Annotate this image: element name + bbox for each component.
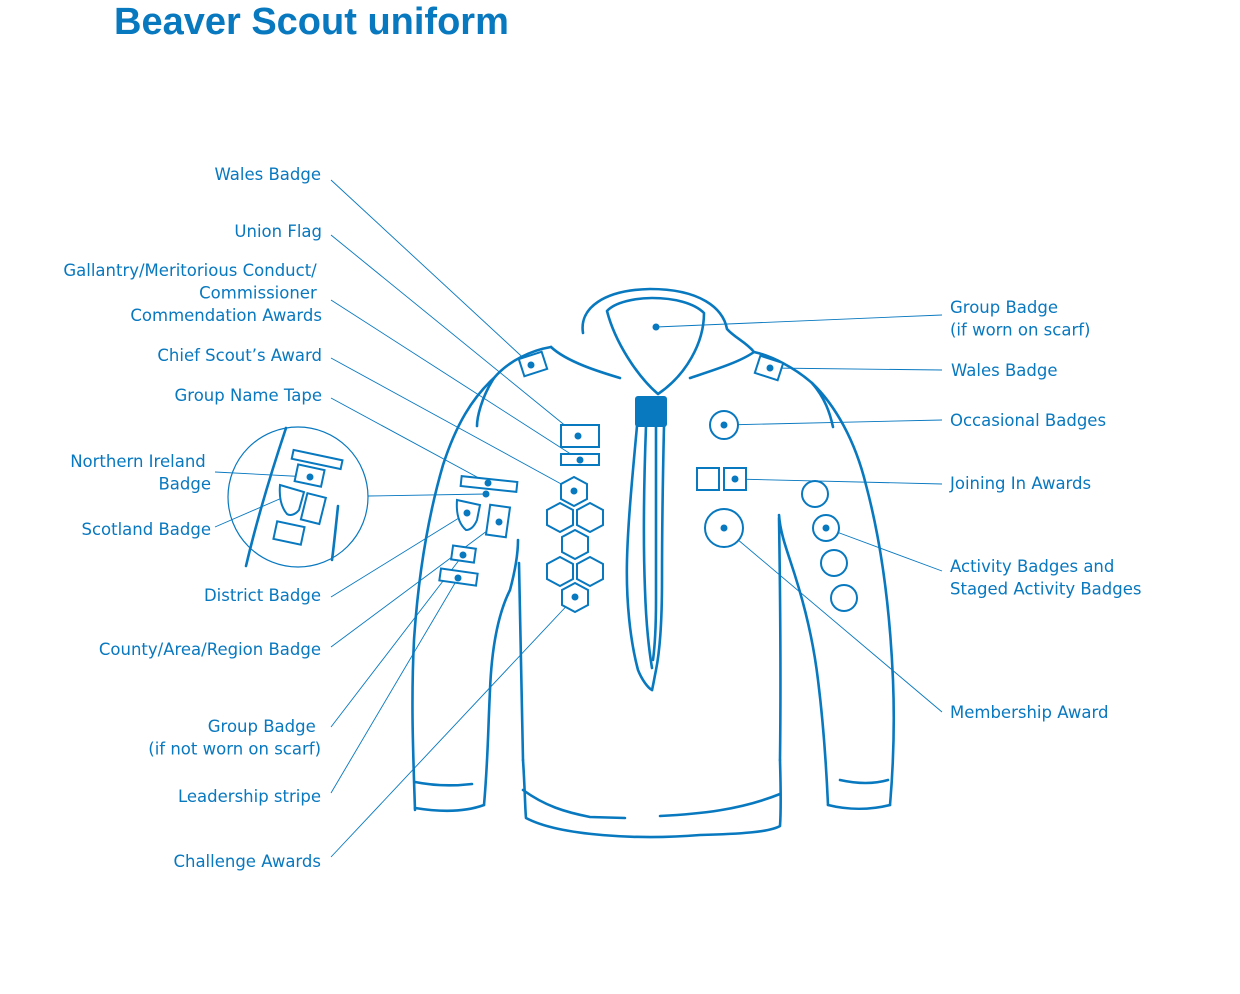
leader-line-northern-ireland	[214, 471, 311, 478]
challenge-award-hex	[546, 555, 574, 588]
activity-badge	[830, 584, 858, 612]
joining-in-award	[696, 467, 720, 491]
hood-inner	[605, 296, 706, 396]
zoom-name-tape	[290, 448, 344, 471]
leader-line-membership	[723, 527, 943, 713]
page-title: Beaver Scout uniform	[114, 1, 509, 43]
anchor-dot	[570, 487, 578, 495]
scarf-left-tail	[625, 424, 654, 692]
woggle	[635, 396, 667, 427]
right-sleeve-outer	[810, 381, 896, 807]
label-occasional-badges: Occasional Badges	[950, 411, 1106, 430]
right-sleeve-inner	[777, 513, 830, 807]
leader-line-zoom	[367, 493, 487, 497]
body-side-right	[777, 516, 782, 762]
zoom-county-badge	[299, 491, 328, 526]
challenge-award-hex	[561, 528, 589, 561]
anchor-dot	[720, 421, 728, 429]
activity-badge	[801, 480, 829, 508]
leader-line-group-name-tape	[330, 397, 489, 484]
anchor-dots	[306, 323, 830, 601]
left-sleeve-cuff-line	[413, 780, 474, 787]
anchor-dot	[495, 518, 503, 526]
label-challenge-awards: Challenge Awards	[173, 852, 321, 871]
scarf	[625, 396, 667, 692]
label-group-badge-left: Group Badge (if not worn on scarf)	[148, 717, 321, 759]
leader-line-chief-scout	[330, 357, 575, 492]
label-leadership-stripe: Leadership stripe	[178, 787, 321, 806]
right-sleeve-cuff-line	[838, 778, 890, 785]
labels-left: Wales Badge Union Flag Gallantry/Meritor…	[63, 165, 322, 871]
leader-line-wales-left	[330, 179, 532, 366]
zoom-circle	[227, 426, 369, 568]
anchor-dot	[822, 524, 830, 532]
leader-line-activity	[825, 527, 943, 572]
label-union-flag: Union Flag	[234, 222, 322, 241]
label-joining-in-awards: Joining In Awards	[949, 474, 1091, 493]
leader-line-joining-in	[734, 478, 943, 485]
jumper-outline	[411, 287, 896, 839]
hood-outer	[549, 287, 756, 380]
label-scotland-badge: Scotland Badge	[81, 520, 211, 539]
label-northern-ireland-badge: Northern Ireland Badge	[70, 452, 211, 494]
left-sleeve-inner	[482, 538, 520, 807]
hem-band	[521, 788, 782, 820]
zoom-scotland-badge	[278, 483, 306, 516]
label-gallantry: Gallantry/Meritorious Conduct/ Commissio…	[63, 261, 322, 325]
hem	[521, 758, 783, 839]
activity-badge	[820, 549, 848, 577]
anchor-dot	[482, 490, 490, 498]
leader-line-district	[330, 512, 468, 598]
leader-line-group-badge-right	[655, 314, 943, 328]
anchor-dot	[731, 475, 739, 483]
challenge-award-hex	[576, 555, 604, 588]
scarf-inner-line	[642, 424, 654, 670]
label-wales-badge-left: Wales Badge	[215, 165, 321, 184]
anchor-dot	[454, 574, 462, 582]
leader-line-county	[330, 521, 500, 648]
left-sleeve-cuff	[413, 803, 486, 812]
anchor-dot	[574, 432, 582, 440]
scarf-inner-line-right	[651, 424, 658, 662]
leader-line-group-badge-left	[330, 554, 464, 728]
challenge-award-hex	[546, 501, 574, 534]
anchor-dot	[652, 323, 660, 331]
label-group-badge-right: Group Badge (if worn on scarf)	[950, 298, 1090, 340]
label-wales-badge-right: Wales Badge	[951, 361, 1057, 380]
leader-line-union-flag	[330, 234, 579, 437]
anchor-dot	[766, 364, 774, 372]
label-activity-badges: Activity Badges and Staged Activity Badg…	[950, 557, 1141, 599]
leader-line-leadership	[330, 577, 459, 794]
left-sleeve-outer	[411, 376, 496, 812]
challenge-award-hex	[576, 501, 604, 534]
anchor-dot	[484, 479, 492, 487]
zoom-sleeve-line-2	[330, 504, 340, 562]
leader-line-wales-right	[769, 367, 943, 371]
scarf-right-tail	[650, 424, 666, 692]
anchor-dot	[720, 524, 728, 532]
label-chief-scouts-award: Chief Scout’s Award	[157, 346, 322, 365]
labels-right: Group Badge (if worn on scarf) Wales Bad…	[949, 298, 1141, 722]
zoom-sleeve-line	[244, 426, 288, 568]
badges	[438, 350, 858, 614]
anchor-dot	[463, 509, 471, 517]
right-sleeve-cuff	[826, 803, 892, 811]
zoom-group-badge	[272, 520, 306, 546]
label-county-badge: County/Area/Region Badge	[99, 640, 321, 659]
label-group-name-tape: Group Name Tape	[175, 386, 323, 405]
label-membership-award: Membership Award	[950, 703, 1108, 722]
label-district-badge: District Badge	[204, 586, 321, 605]
zoom-detail	[227, 426, 369, 568]
anchor-dot	[306, 473, 314, 481]
anchor-dot	[571, 593, 579, 601]
leader-line-challenge	[330, 596, 576, 858]
body-side-left	[517, 561, 525, 762]
leader-line-gallantry	[330, 299, 581, 461]
anchor-dot	[527, 361, 535, 369]
anchor-dot	[576, 456, 584, 464]
leader-lines	[214, 179, 943, 858]
anchor-dot	[459, 551, 467, 559]
